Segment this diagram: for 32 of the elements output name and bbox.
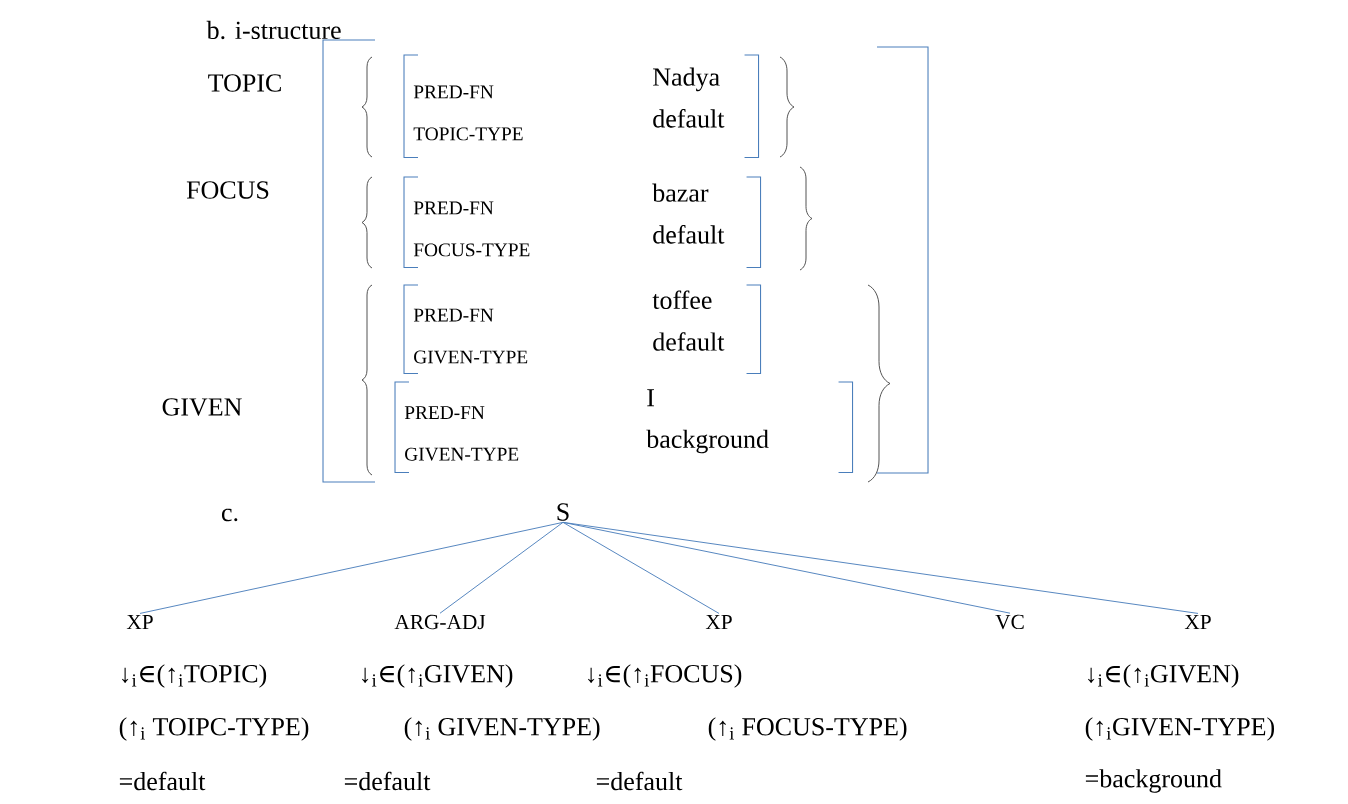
feature-annotation: =background <box>1085 769 1222 793</box>
feature-annotation: ↓$_{i}$∈(↑$_{i}$GIVEN) <box>362 664 513 688</box>
attribute-label: TOPIC <box>208 74 281 92</box>
tree-node-label: ARG-ADJ <box>394 614 486 630</box>
feature-annotation: (↑$_{i}$ GIVEN-TYPE) <box>404 717 600 741</box>
tree-node-label: S <box>557 503 569 521</box>
tree-node-label: XP <box>705 615 732 629</box>
tree-branch <box>562 521 1011 614</box>
feature-annotation: =default <box>344 771 431 791</box>
feature-annotation: (↑$_{i}$ TOIPC-TYPE) <box>119 717 309 741</box>
tree-node-label: XP <box>1184 615 1211 629</box>
attribute-value-matrix: PRED-FN toffee GIVEN-TYPE default <box>403 284 762 375</box>
feature-annotation: ↓$_{i}$∈(↑$_{i}$TOPIC) <box>122 664 267 688</box>
heading-label: b. i-structure <box>206 20 341 40</box>
tree-branch <box>439 521 564 614</box>
feature-annotation: (↑$_{i}$ FOCUS-TYPE) <box>708 717 907 741</box>
tree-node-label: XP <box>126 615 153 629</box>
attribute-label: FOCUS <box>186 181 269 199</box>
attribute-value-matrix: PRED-FN Nadya TOPIC-TYPE default <box>403 54 760 159</box>
tree-branch <box>139 521 564 614</box>
feature-annotation: ↓$_{i}$∈(↑$_{i}$GIVEN) <box>1088 664 1239 688</box>
tree-branch <box>562 521 720 614</box>
feature-annotation: =default <box>596 771 683 791</box>
attribute-value-matrix: PRED-FN bazar FOCUS-TYPE default <box>403 176 762 269</box>
feature-annotation: (↑$_{i}$GIVEN-TYPE) <box>1085 717 1274 741</box>
feature-annotation: ↓$_{i}$∈(↑$_{i}$FOCUS) <box>588 664 742 688</box>
tree-node-label: VC <box>995 614 1024 630</box>
attribute-label: GIVEN <box>162 398 242 416</box>
heading-label: c. <box>221 508 238 522</box>
attribute-value-matrix: PRED-FN I GIVEN-TYPE background <box>394 381 854 474</box>
feature-annotation: =default <box>119 771 206 791</box>
tree-branch <box>562 521 1199 614</box>
